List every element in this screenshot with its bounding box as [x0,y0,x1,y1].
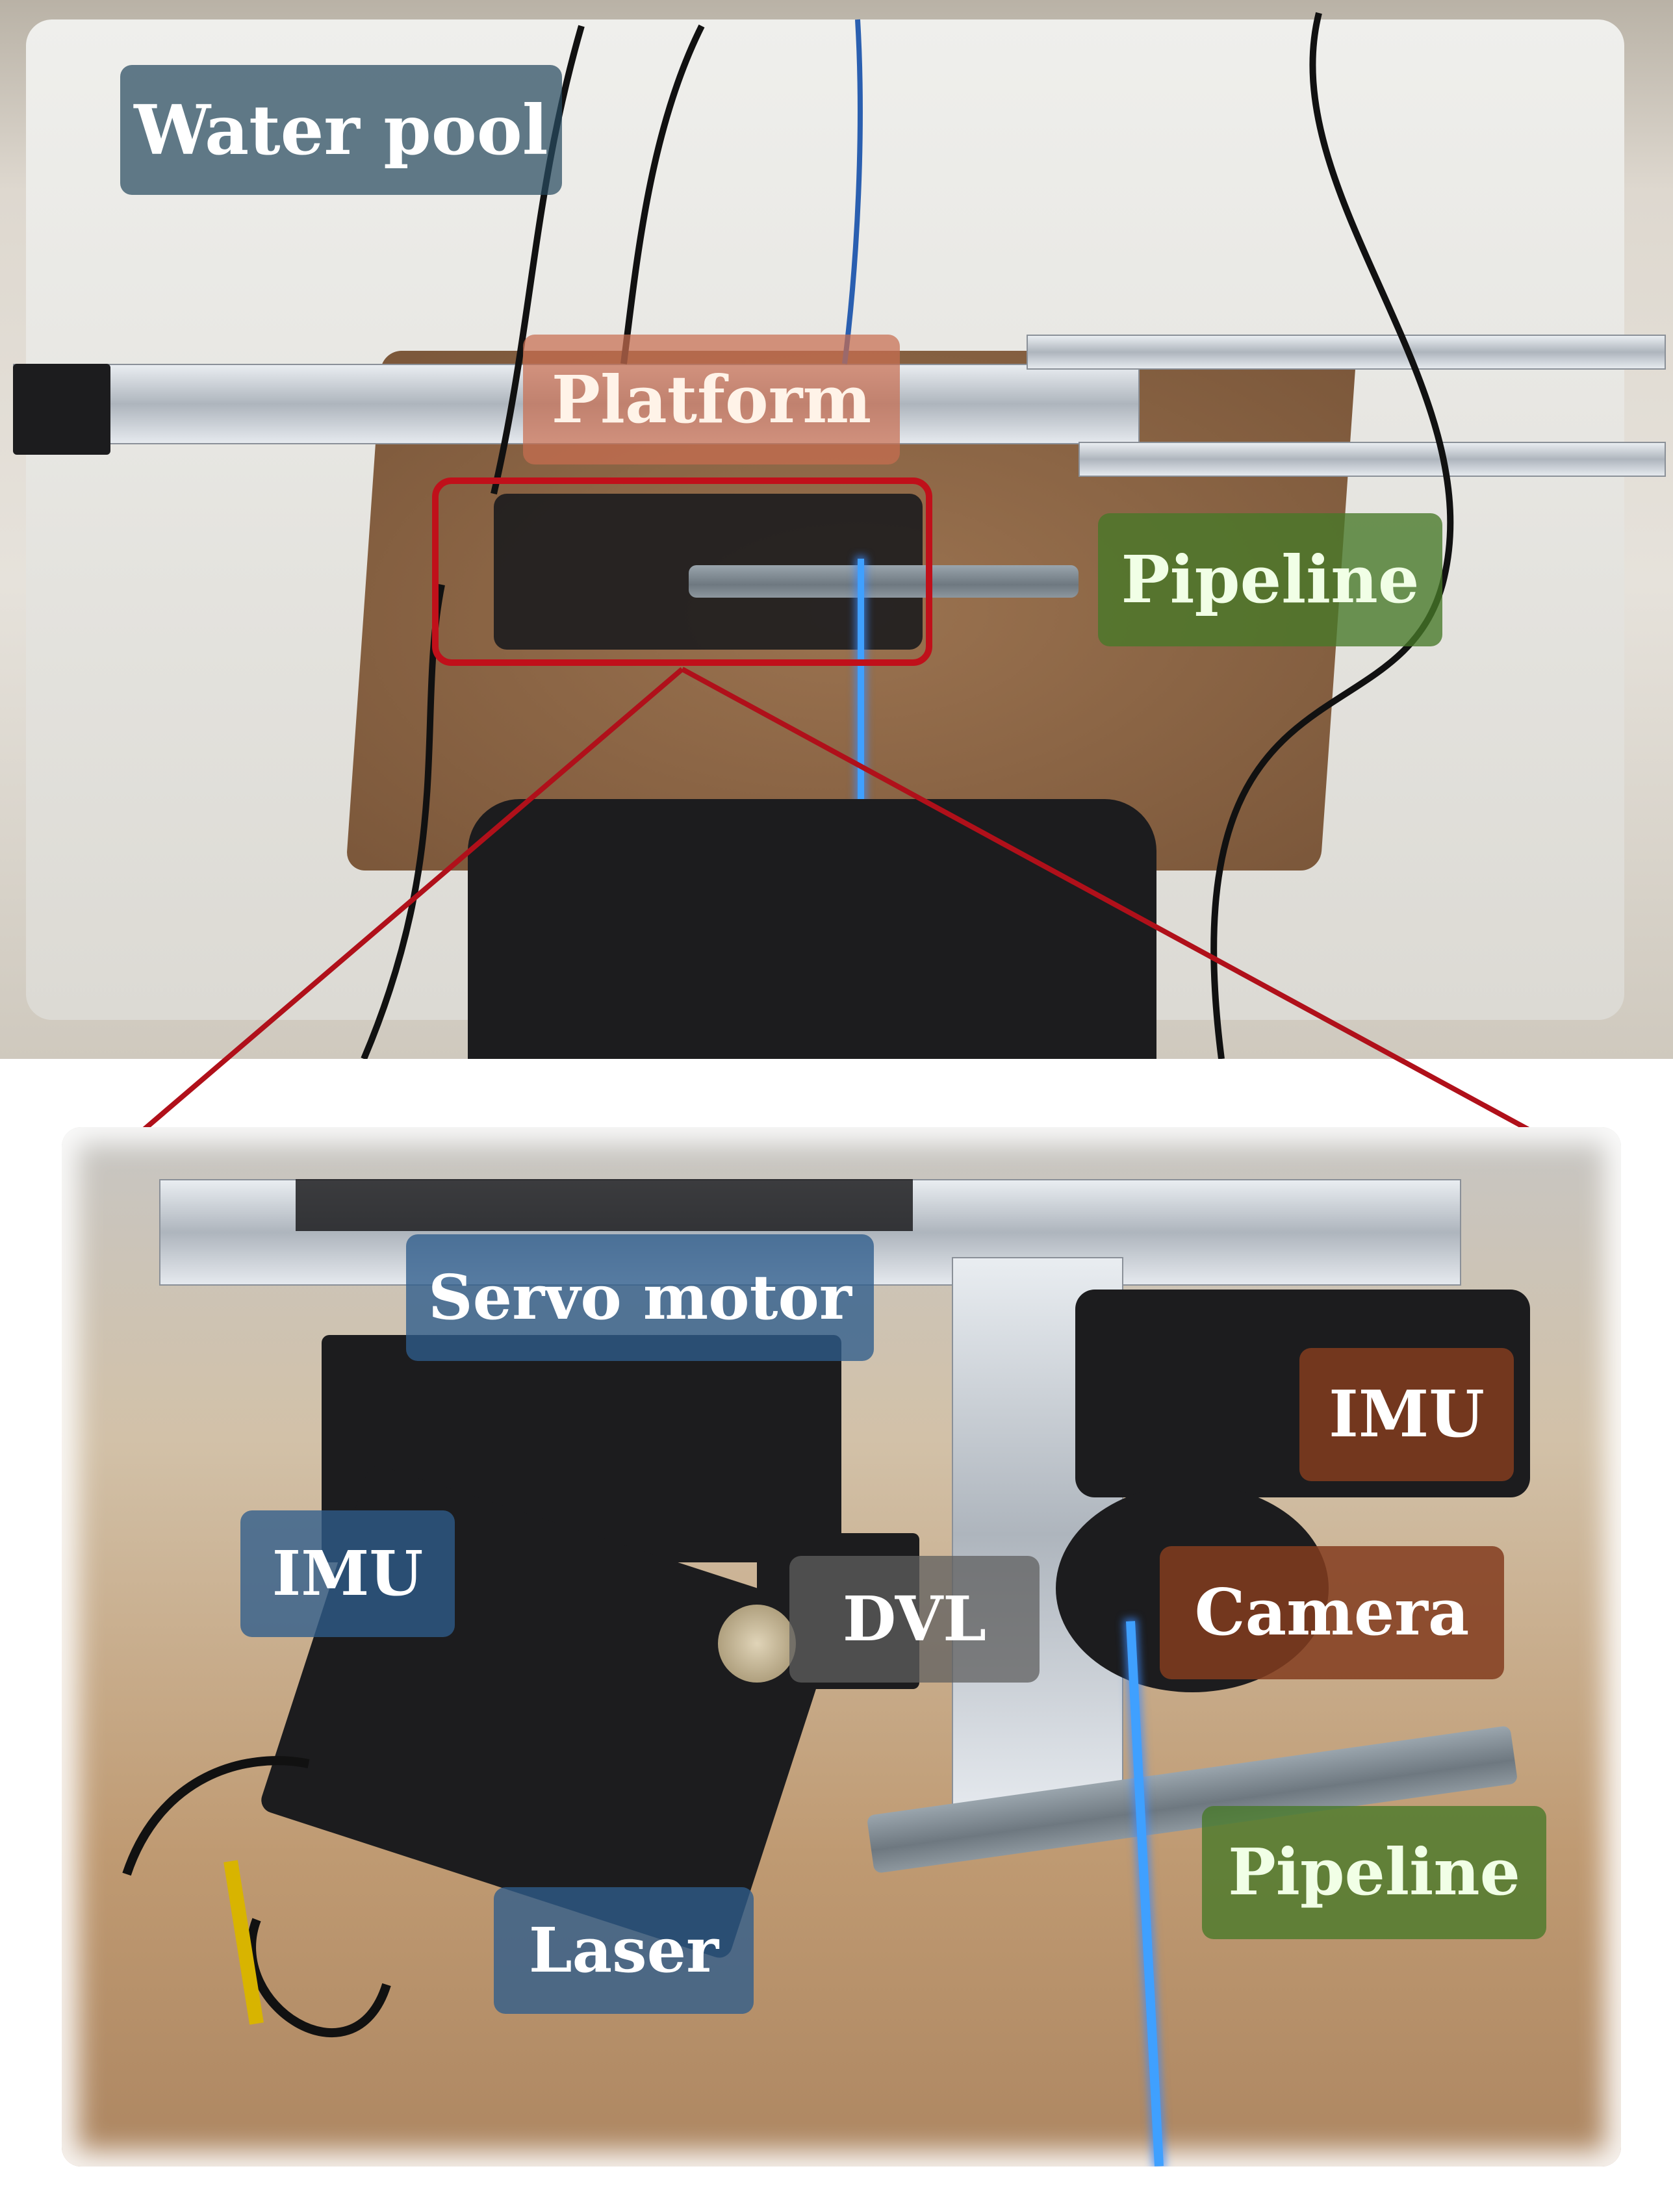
overview-photo: Water pool Platform Pipeline [0,0,1673,1059]
highlight-box [432,477,932,666]
side-rail-upper [1027,335,1666,370]
pipeline-small [689,565,1079,598]
side-rail-lower [1079,442,1666,477]
label-imu-left: IMU [240,1510,455,1637]
label-pipeline-bottom: Pipeline [1202,1806,1546,1939]
label-servo-motor: Servo motor [406,1234,874,1361]
zoomed-photo: Servo motor IMU IMU DVL Camera Pipeline … [62,1127,1621,2167]
zoom-cables [122,1756,391,2038]
dvl-disc [718,1605,796,1683]
rail-bracket [296,1179,913,1231]
label-camera: Camera [1160,1546,1504,1679]
rail-motor [13,364,110,455]
label-platform: Platform [523,335,900,464]
label-imu-right: IMU [1299,1348,1514,1481]
label-dvl: DVL [789,1556,1040,1683]
label-water-pool: Water pool [120,65,562,195]
label-pipeline-top: Pipeline [1098,513,1442,646]
label-laser: Laser [494,1887,754,2014]
